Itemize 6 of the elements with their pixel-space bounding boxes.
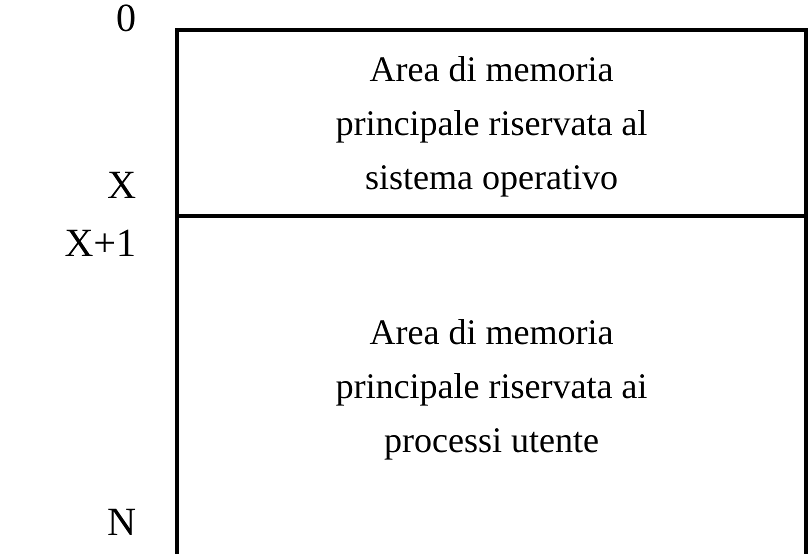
area-description: Area di memoria principale riservata ai processi utente	[334, 311, 648, 462]
address-label: 0	[115, 0, 136, 40]
address-label: X+1	[64, 221, 136, 265]
area-description: Area di memoria principale riservata al sistema operativo	[334, 48, 648, 199]
address-label: N	[106, 500, 136, 544]
address-label: X	[106, 163, 136, 207]
